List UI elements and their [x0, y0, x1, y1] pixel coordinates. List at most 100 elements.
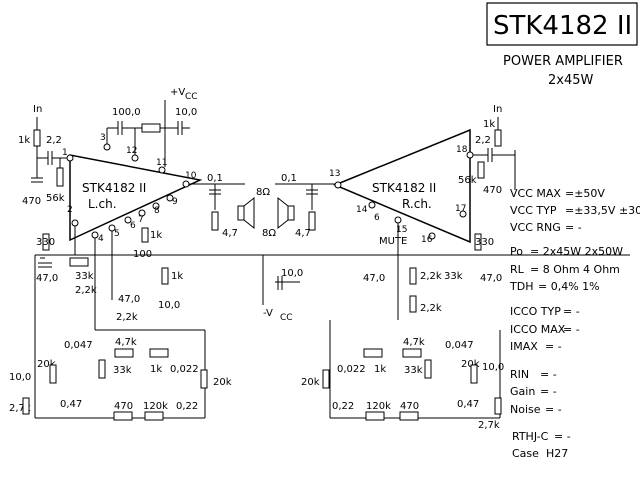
value-label: 2,2k [75, 285, 97, 296]
subtitle-line1: POWER AMPLIFIER [503, 54, 623, 69]
pin-label: 5 [114, 229, 120, 239]
spec-label: RTHJ-C [512, 430, 549, 443]
left-filter-network: 0,047 4,7k 33k 1k 0,022 20k 20k 10,0 2,7… [9, 337, 232, 421]
value-label: 10,0 [281, 268, 303, 279]
value-label: 0,1 [281, 173, 297, 184]
value-label: 470 [400, 401, 419, 412]
value-label: 33k [404, 365, 423, 376]
value-label: 120k [143, 401, 168, 412]
value-label: 47,0 [480, 273, 502, 284]
spec-label: Case [512, 447, 539, 460]
value-label: 2,2k [420, 303, 442, 314]
spec-value: = - [563, 323, 580, 336]
left-channel: STK4182 II L.ch. 1 2 3 4 5 6 7 8 9 10 11… [18, 87, 630, 330]
title-text: STK4182 II [493, 11, 632, 41]
spec-value: = 0,4% 1% [538, 280, 600, 293]
value-label: 4,7 [222, 228, 238, 239]
value-label: 2,2k [116, 312, 138, 323]
pin-label: 14 [356, 205, 368, 215]
right-pins: 13 14 15 16 17 18 6 [329, 145, 474, 245]
subtitle-line2: 2x45W [548, 73, 594, 88]
value-label: 0,022 [170, 364, 199, 375]
right-amp-triangle [333, 128, 471, 244]
value-label: 47,0 [118, 294, 140, 305]
spec-label: Noise [510, 403, 541, 416]
vcc-pos-sub: CC [185, 92, 198, 102]
value-label: 1k [483, 119, 495, 130]
value-label: 0,047 [445, 340, 474, 351]
spec-value: = - [545, 403, 562, 416]
spec-label: IMAX [510, 340, 538, 353]
pin-label: 16 [421, 235, 433, 245]
value-label: 470 [114, 401, 133, 412]
value-label: 10,0 [482, 362, 504, 373]
pin-label: 9 [172, 197, 178, 207]
spec-value: = - [563, 305, 580, 318]
value-label: 330 [475, 237, 494, 248]
value-label: 2,7k [478, 420, 500, 431]
right-input-label: In [493, 104, 502, 115]
value-label: 20k [213, 377, 232, 388]
value-label: 56k [458, 175, 477, 186]
value-label: 20k [301, 377, 320, 388]
spec-value: = - [545, 340, 562, 353]
value-label: 0,1 [207, 173, 223, 184]
title-box [486, 2, 638, 46]
pin-label: 12 [126, 146, 137, 156]
left-amp-triangle [69, 154, 203, 242]
value-label: 10,0 [175, 107, 197, 118]
left-pins: 1 2 3 4 5 6 7 8 9 10 11 12 [62, 133, 197, 244]
left-input-label: In [33, 104, 42, 115]
pin-label: 15 [396, 225, 407, 235]
value-label: 330 [36, 237, 55, 248]
value-label: 47,0 [363, 273, 385, 284]
spec-label: RIN [510, 368, 529, 381]
value-label: 0,47 [60, 399, 82, 410]
left-chip-channel: L.ch. [88, 197, 117, 211]
spec-label: VCC MAX [510, 187, 561, 200]
value-label: 2,2 [475, 135, 491, 146]
value-label: 1k [150, 230, 162, 241]
specs-list: VCC MAX =±50V VCC TYP =±33,5V ±30,5V VCC… [509, 187, 640, 460]
spec-value: = - [540, 368, 557, 381]
value-label: 2,2 [46, 135, 62, 146]
right-chip-channel: R.ch. [402, 197, 432, 211]
spec-label: Po [510, 245, 523, 258]
spec-value: = - [554, 430, 571, 443]
spec-label: ICCO MAX [510, 323, 566, 336]
pin-label: 18 [456, 145, 468, 155]
spec-value: =±33,5V ±30,5V [565, 204, 640, 217]
spec-label: VCC RNG [510, 221, 561, 234]
value-label: 1k [150, 364, 162, 375]
value-label: 47,0 [36, 273, 58, 284]
value-label: 100,0 [112, 107, 141, 118]
value-label: 33k [75, 271, 94, 282]
spec-value: H27 [546, 447, 568, 460]
vcc-neg-sub: CC [280, 313, 293, 323]
value-label: 1k [18, 135, 30, 146]
pin-label: 11 [156, 158, 167, 168]
value-label: 0,22 [176, 401, 198, 412]
right-filter-network: 20k 0,022 1k 4,7k 33k 0,047 20k 10,0 0,2… [301, 337, 504, 431]
value-label: 0,022 [337, 364, 366, 375]
right-chip-name: STK4182 II [372, 181, 436, 195]
value-label: 10,0 [9, 372, 31, 383]
value-label: 20k [37, 359, 56, 370]
value-label: 120k [366, 401, 391, 412]
right-channel: STK4182 II R.ch. 13 14 15 16 17 18 6 MUT… [262, 104, 516, 320]
value-label: 56k [46, 193, 65, 204]
pin-label: 6 [374, 213, 380, 223]
value-label: 0,22 [332, 401, 354, 412]
left-chip-name: STK4182 II [82, 181, 146, 195]
value-label: 1k [171, 271, 183, 282]
mute-label: MUTE [379, 236, 407, 247]
value-label: 4,7 [295, 228, 311, 239]
value-label: 1k [374, 364, 386, 375]
spec-value: = 8 Ohm 4 Ohm [530, 263, 620, 276]
speaker-right-label: 8Ω [262, 228, 276, 239]
value-label: 0,47 [457, 399, 479, 410]
spec-value: = - [565, 221, 582, 234]
vcc-pos-label: +V [170, 87, 185, 98]
spec-label: ICCO TYP [510, 305, 561, 318]
